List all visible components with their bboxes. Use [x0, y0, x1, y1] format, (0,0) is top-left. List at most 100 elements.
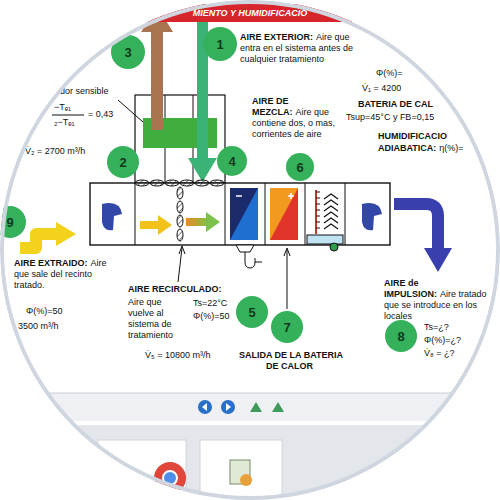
- text-block: ADIABATICA:η(%)=: [378, 143, 473, 154]
- label-text: Φ(%)=50: [193, 311, 229, 321]
- damper-blade: [177, 229, 183, 241]
- spray-chevron: [324, 212, 338, 217]
- damper-blade: [165, 180, 179, 186]
- callout-number: 4: [228, 154, 235, 169]
- callout-number: 7: [283, 320, 290, 335]
- return-air-arrow: [20, 222, 76, 248]
- label-text: Ts=¿?: [424, 322, 449, 332]
- label-text: V̇₁ = 4200: [362, 83, 401, 93]
- label-text: Ts=22°C: [193, 298, 227, 308]
- text-block: Φ(%)=¿?: [424, 335, 484, 346]
- label-text: V̇₅ = 10800 m³/h: [145, 350, 210, 360]
- label-text: V̇₂ = 2700 m³/h: [25, 146, 85, 156]
- text-block: Ts=¿?: [424, 322, 484, 333]
- thermometer-tick: [316, 216, 320, 217]
- callout-number: 9: [6, 215, 13, 230]
- heading-text: SALIDA DE LA BATERIA DE CALOR: [239, 350, 343, 371]
- taskbar: [0, 425, 500, 500]
- text-block: Φ(%)=50: [26, 306, 86, 317]
- spray-chevron: [324, 206, 338, 211]
- thermometer-tick: [316, 192, 320, 193]
- label-text: Φ(%)=: [376, 68, 402, 78]
- text-block: Φ(%)=50: [193, 311, 241, 322]
- damper-blade: [177, 201, 183, 213]
- viewer-toolbar: [0, 393, 500, 421]
- label-text: Φ(%)=¿?: [424, 335, 461, 345]
- callout-number: 5: [248, 305, 255, 320]
- callout-circle: 2: [107, 146, 139, 178]
- text-block: Ts=22°C: [193, 298, 241, 309]
- damper-blade: [195, 180, 209, 186]
- text-block: V̇₅ = 10800 m³/h: [145, 350, 240, 361]
- damper-blade: [177, 215, 183, 227]
- damper-blade: [177, 187, 183, 199]
- callout-circle: 9: [0, 206, 26, 238]
- text-block: AIRE DE MEZCLA:Aire que contiene dos, o …: [252, 96, 344, 140]
- text-block: AIRE EXTERIOR:Aire que entra en el siste…: [240, 32, 368, 65]
- heating-coil: [270, 188, 298, 240]
- title-text: MIENTO Y HUMIDIFICACIO: [193, 8, 308, 18]
- label-text: = 0,43: [88, 109, 113, 119]
- label-text: Tsup=45°C y FB=0,15: [346, 112, 434, 122]
- text-block: = 0,43: [88, 109, 128, 120]
- recuperator-duct: [135, 95, 225, 183]
- heading-text: BATERIA DE CAL: [358, 99, 433, 109]
- heading-text: AIRE RECIRCULADO:: [128, 284, 222, 294]
- callout-circle: 8: [385, 320, 417, 352]
- thermometer-tick: [316, 228, 320, 229]
- callout-circle: 3: [111, 35, 145, 69]
- damper-blades: [135, 180, 224, 241]
- heading-text: AIRE DE MEZCLA:: [252, 96, 293, 117]
- callout-number: 3: [124, 45, 131, 60]
- text-block: 3500 m³/h: [18, 321, 88, 332]
- callout-circle: 1: [203, 27, 237, 61]
- cooling-coil: [230, 188, 262, 268]
- callout-number: 1: [216, 37, 223, 52]
- heading-text: AIRE EXTERIOR:: [240, 32, 313, 42]
- callout-number: 6: [296, 160, 303, 175]
- label-text: Aire que vuelve al sistema de tratamient…: [128, 297, 173, 340]
- callout-circle: 5: [236, 296, 268, 328]
- text-block: HUMIDIFICACIO: [378, 131, 463, 142]
- spray-chevron: [324, 194, 338, 199]
- text-block: −Tₑ₁: [54, 102, 88, 113]
- text-block: Φ(%)=: [376, 68, 426, 79]
- thermometer-tick: [316, 198, 320, 199]
- exhaust-arrow: [141, 6, 173, 130]
- leader-line: [178, 246, 290, 309]
- label-text: ₂−Tₑ₁: [54, 117, 75, 127]
- text-block: dor sensible: [60, 86, 140, 97]
- damper-blade: [210, 180, 224, 186]
- damper-blade: [135, 180, 149, 186]
- label-text: Φ(%)=50: [26, 306, 62, 316]
- spray-chevron: [324, 224, 338, 229]
- text-block: SALIDA DE LA BATERIA DE CALOR: [236, 350, 346, 372]
- title-bar: MIENTO Y HUMIDIFICACIO: [140, 4, 360, 22]
- text-block: V̇₁ = 4200: [362, 83, 432, 94]
- label-text: η(%)=: [439, 143, 463, 153]
- label-text: dor sensible: [60, 86, 109, 96]
- supply-air-arrow: [394, 204, 452, 272]
- text-block: ₂−Tₑ₁: [54, 117, 88, 128]
- heading-text: ADIABATICA:: [378, 143, 436, 153]
- air-handling-unit: [90, 183, 390, 245]
- text-block: V̇₈ = ¿?: [424, 348, 484, 359]
- callout-number: 2: [119, 155, 126, 170]
- damper-blade: [180, 180, 194, 186]
- damper-blade: [150, 180, 164, 186]
- callout-circle: 4: [217, 146, 247, 176]
- text-block: Aire que vuelve al sistema de tratamient…: [128, 297, 190, 341]
- thermometer-tick: [316, 204, 320, 205]
- heading-text: HUMIDIFICACIO: [378, 131, 447, 141]
- text-block: BATERIA DE CAL: [358, 99, 443, 110]
- adiabatic-humidifier: [307, 190, 343, 251]
- thermometer-tick: [316, 222, 320, 223]
- heading-text: AIRE EXTRAIDO:: [14, 258, 88, 268]
- text-block: AIRE RECIRCULADO:: [128, 284, 228, 295]
- text-block: AIRE de IMPULSION:Aire tratado que se in…: [384, 278, 488, 322]
- internal-arrows: [140, 212, 220, 235]
- heading-text: AIRE de IMPULSION:: [384, 278, 437, 299]
